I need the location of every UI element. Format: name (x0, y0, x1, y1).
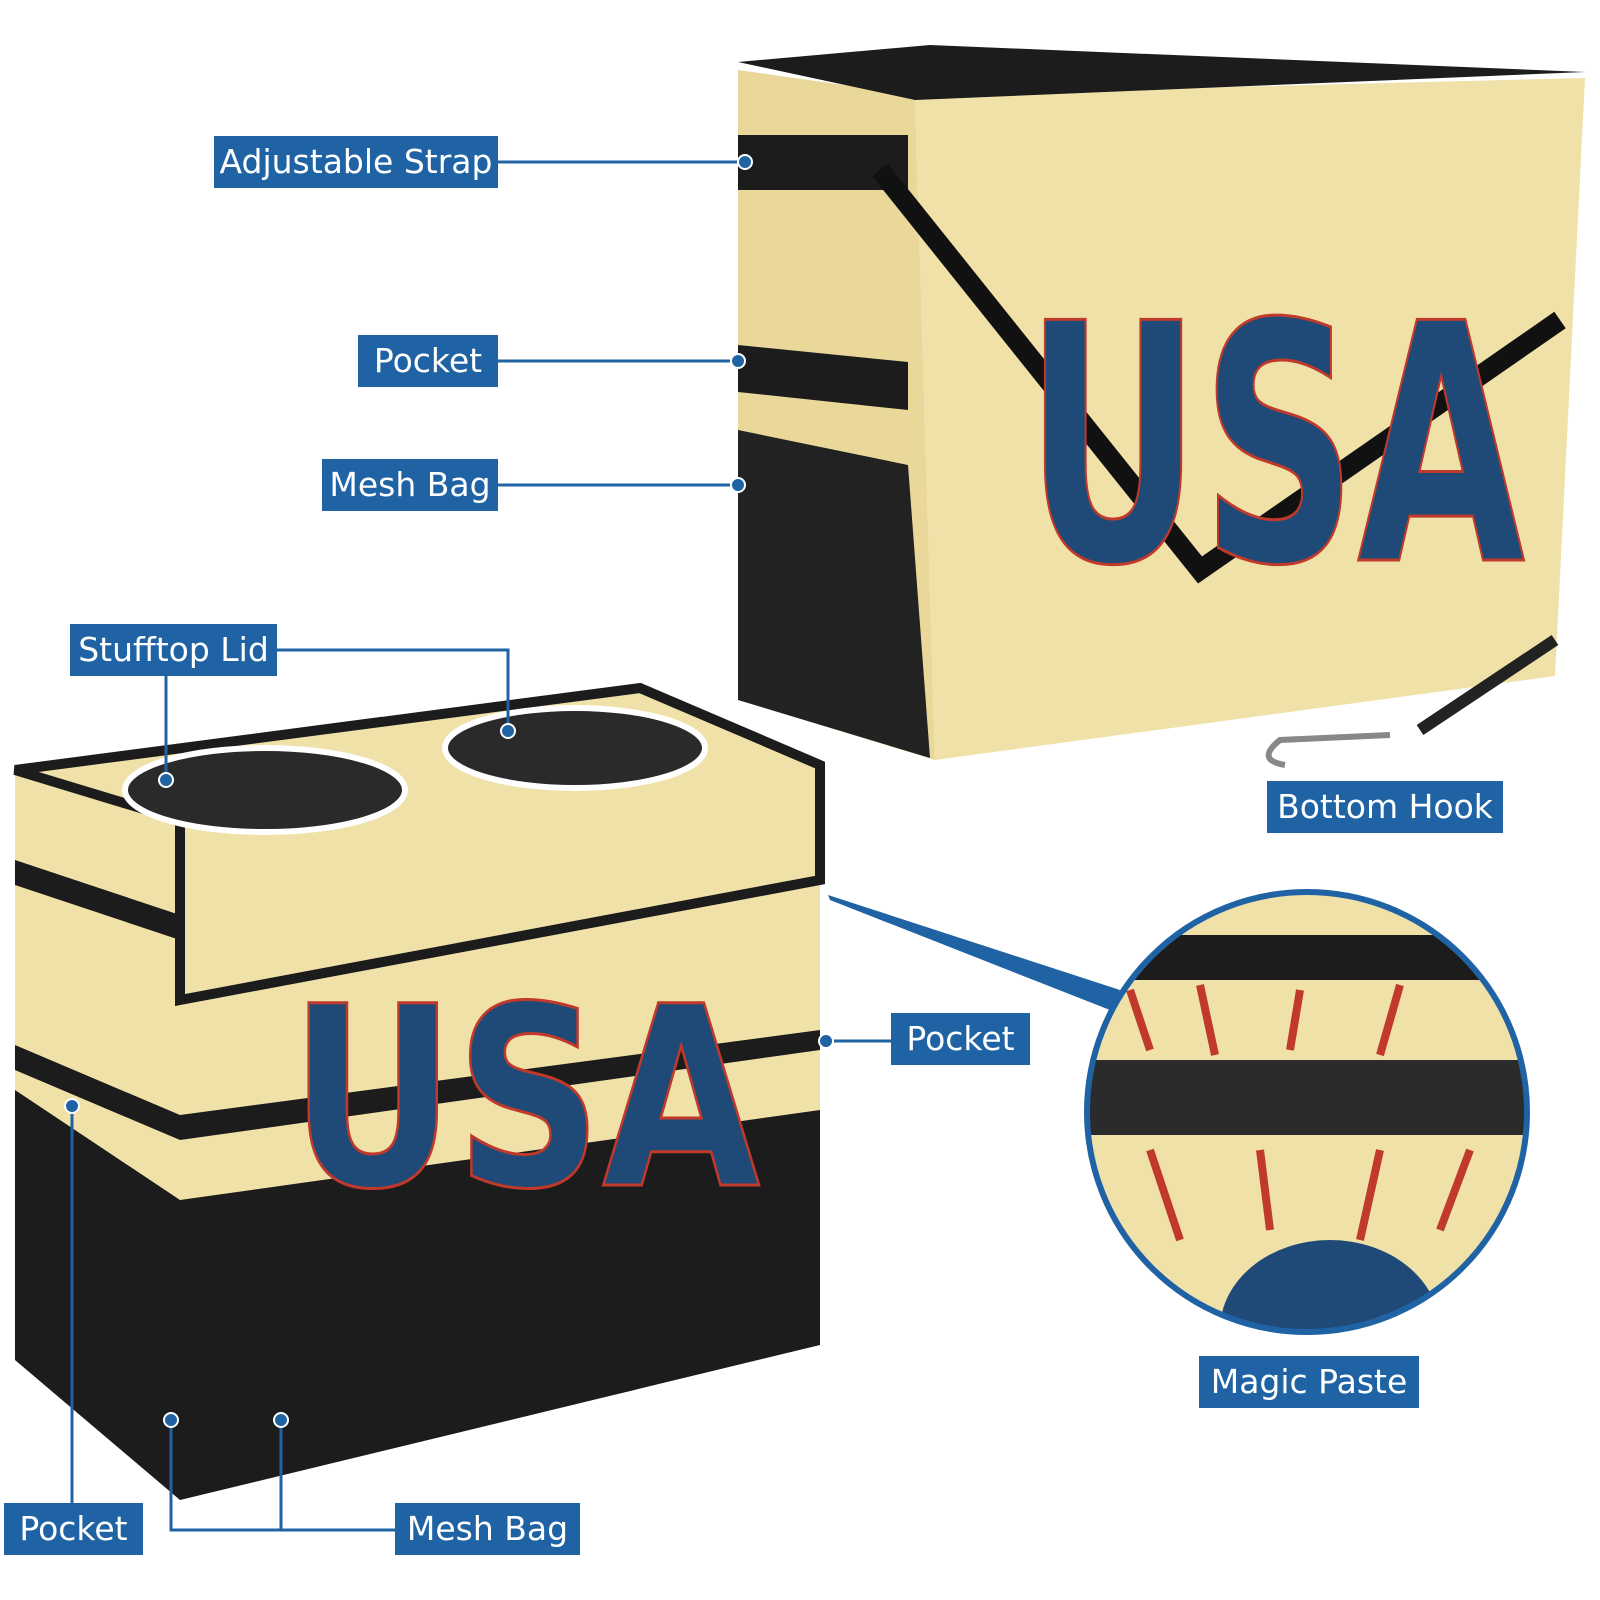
cup-holder-left (122, 745, 408, 835)
detail-pointer (828, 895, 1120, 1010)
label-magic-paste: Magic Paste (1199, 1356, 1419, 1408)
cup-holder-right (442, 705, 708, 791)
organizer-mesh-bag (15, 1090, 820, 1500)
usa-print: USA (290, 953, 760, 1244)
bin-top-rim (738, 45, 1585, 100)
magic-paste-detail (828, 889, 1530, 1335)
side-pocket-band (738, 345, 908, 410)
label-pocket-bottom: Pocket (4, 1503, 143, 1555)
label-bottom-hook: Bottom Hook (1267, 781, 1503, 833)
trunk-organizer: USA (13, 682, 825, 1500)
usa-print: USA (1025, 254, 1527, 638)
hook-strap (1416, 635, 1559, 735)
label-pocket-top: Pocket (358, 335, 498, 387)
side-strap-band (15, 860, 180, 940)
leader-dots (64, 154, 834, 1428)
shoulder-strap (872, 163, 1566, 584)
bottom-hook-icon (1265, 732, 1391, 768)
bin-front-face (915, 78, 1585, 760)
label-stufftop-lid: Stufftop Lid (70, 624, 277, 676)
hanging-trash-bin: USA (738, 45, 1585, 768)
side-mesh-bag (738, 430, 930, 758)
pocket-band (15, 1030, 820, 1140)
label-adjustable-strap: Adjustable Strap (214, 136, 498, 188)
leader-lines (70, 160, 891, 1532)
velcro-strip (1087, 1060, 1527, 1135)
label-mesh-bag-top: Mesh Bag (322, 459, 498, 511)
label-pocket-right: Pocket (891, 1013, 1030, 1065)
label-mesh-bag-bottom: Mesh Bag (395, 1503, 580, 1555)
